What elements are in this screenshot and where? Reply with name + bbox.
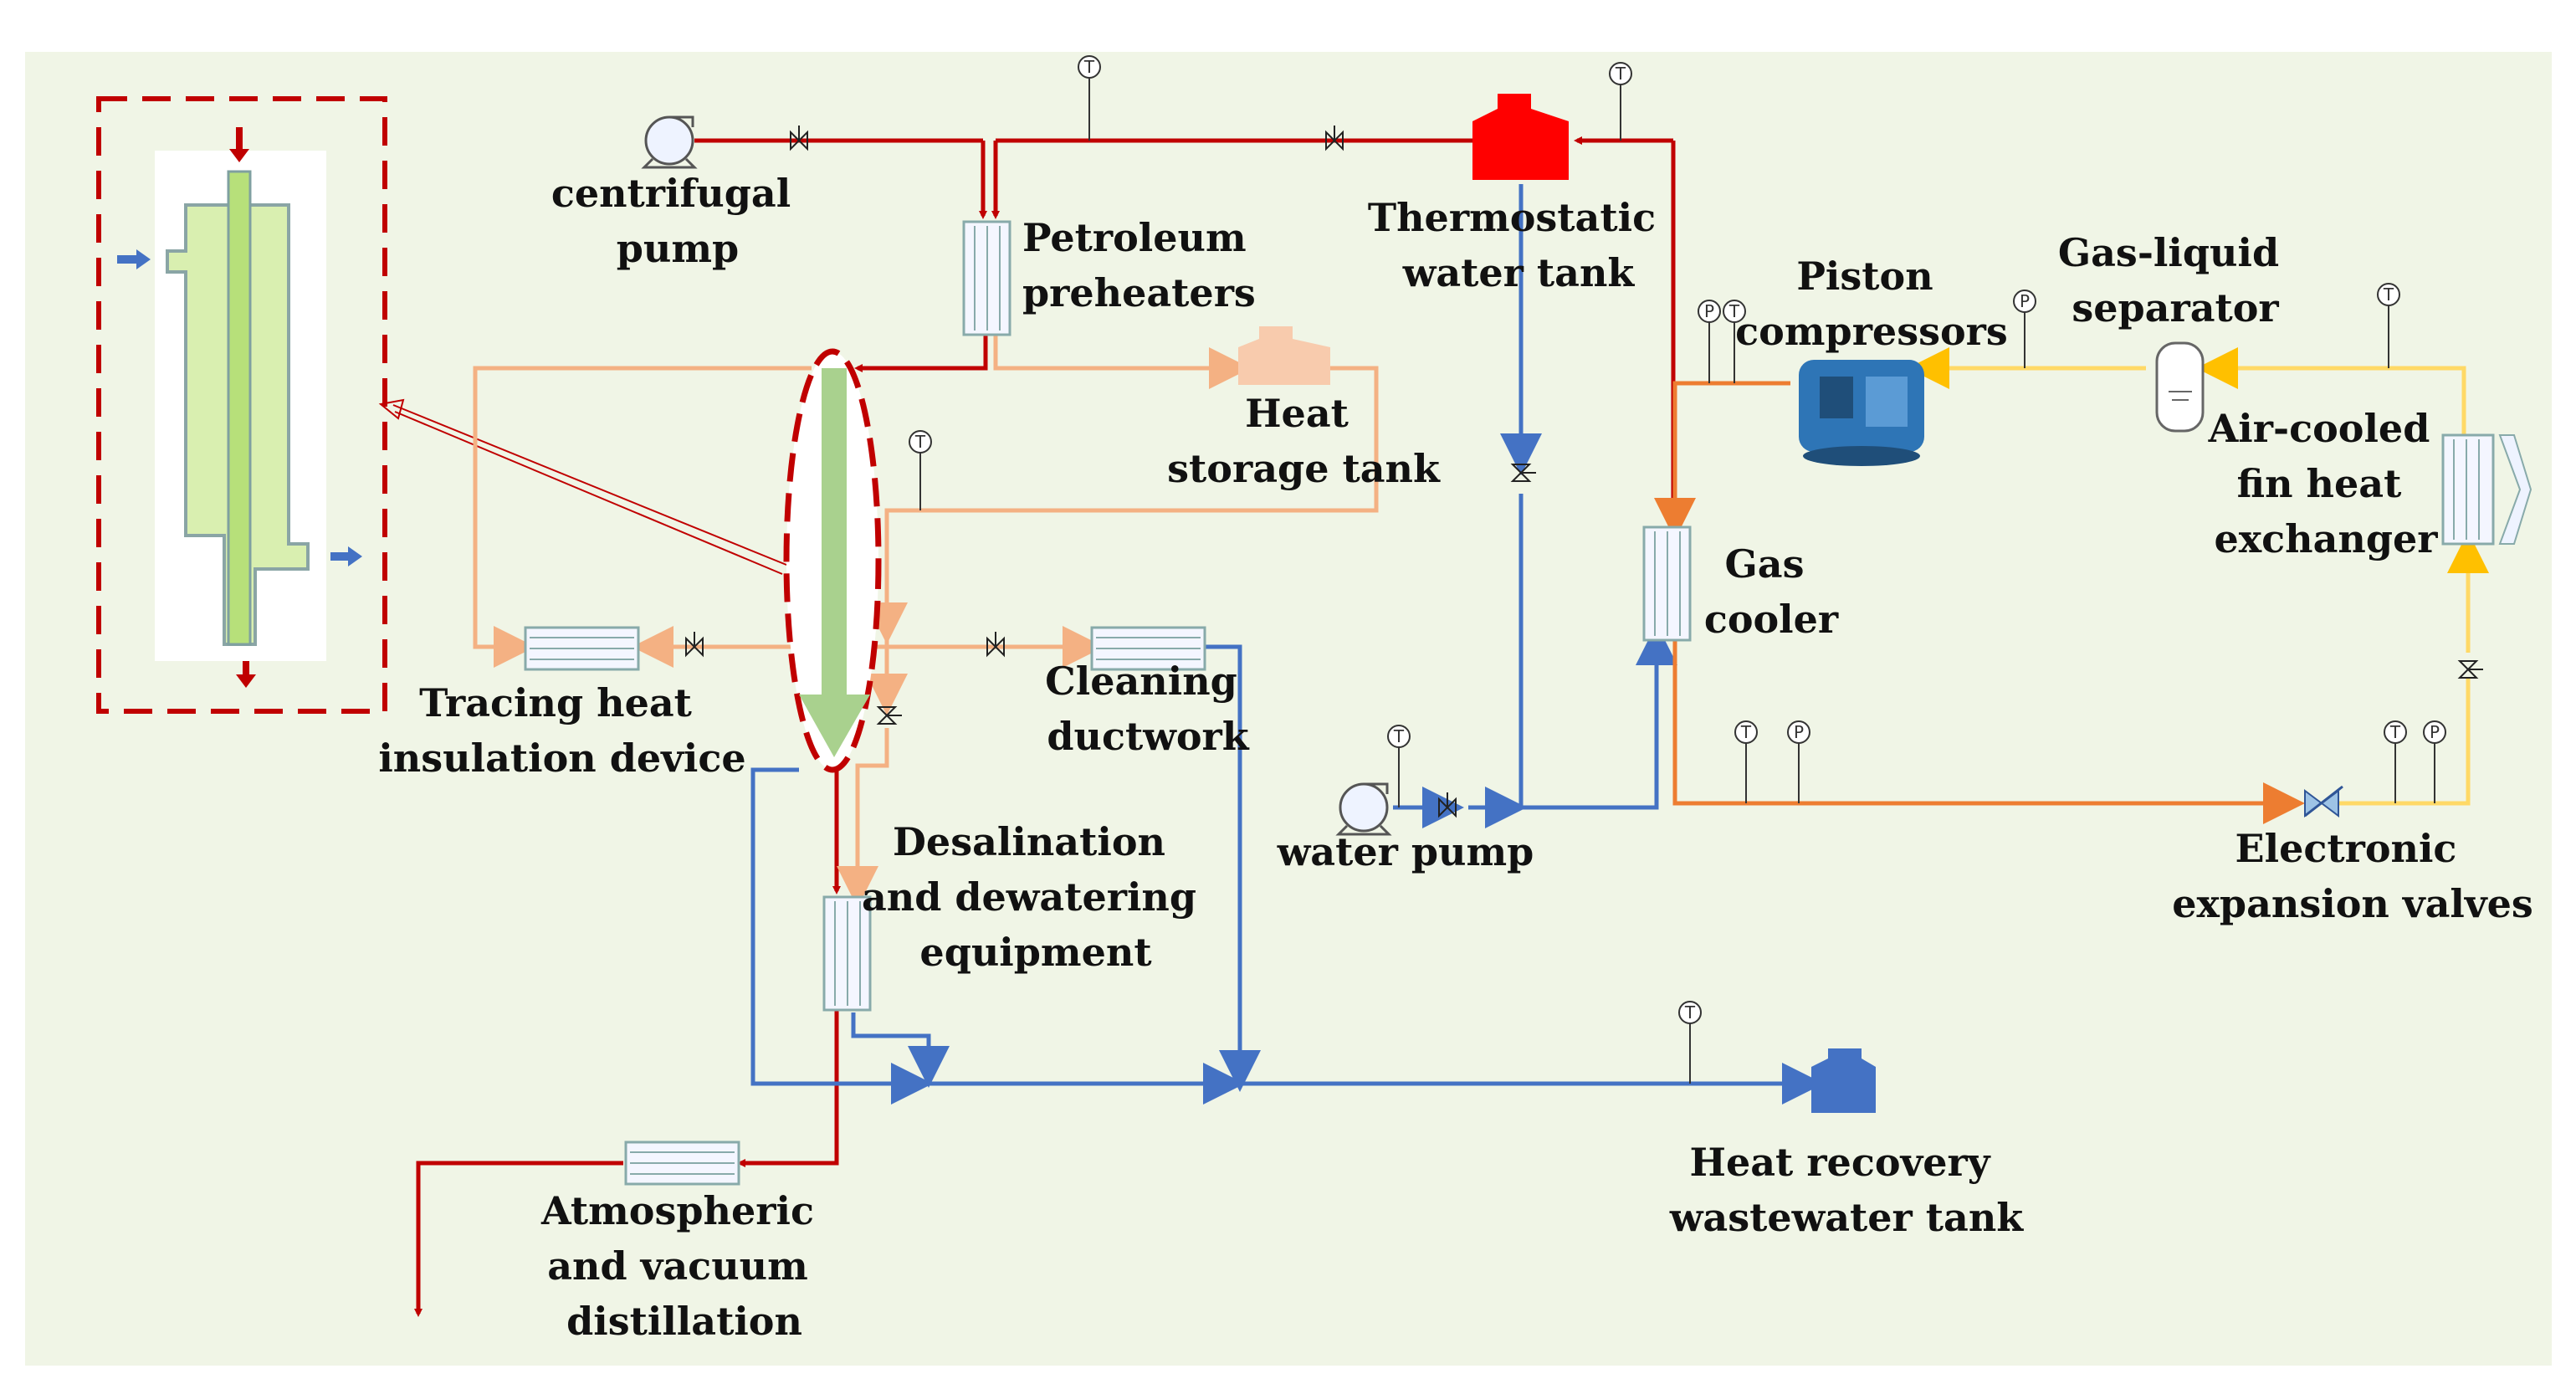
label-air-cooled-fin-heat-exchanger: Air-cooled fin heat exchanger: [2208, 406, 2444, 561]
water-pump-symbol: [1335, 782, 1392, 836]
label-desalination-dewatering-equipment: Desalination and dewatering equipment: [862, 819, 1210, 975]
labels: centrifugal pump Petroleum preheaters Th…: [378, 171, 2532, 1344]
highlighted-heat-exchanger-tube: [783, 348, 882, 773]
inset-tube-detail: [96, 96, 387, 714]
valve-tracing-line: [685, 632, 704, 658]
label-petroleum-preheaters: Petroleum preheaters: [1022, 215, 1260, 315]
pressure-sensor-icon: P: [1698, 300, 1721, 383]
air-cooled-fin-exchanger-symbol: [2441, 433, 2532, 546]
temperature-sensor-icon: T: [1387, 725, 1411, 807]
tracing-heat-device-symbol: [524, 626, 640, 671]
pressure-sensor-icon: P: [2423, 720, 2446, 803]
label-thermostatic-water-tank: Thermostatic water tank: [1368, 195, 1669, 295]
valve-hot-water-vertical: [876, 706, 902, 725]
label-heat-storage-tank: Heat storage tank: [1167, 391, 1441, 491]
piston-compressor-symbol: [1799, 360, 1924, 466]
gas-liquid-separator-symbol: [2155, 341, 2205, 433]
sensor-symbol-text: T: [2389, 722, 2401, 742]
temperature-sensor-icon: T: [1078, 55, 1101, 141]
valve-water-pump-outlet: [1438, 792, 1457, 818]
label-electronic-expansion-valves: Electronic expansion valves: [2172, 826, 2533, 926]
label-atmospheric-vacuum-distillation: Atmospheric and vacuum distillation: [540, 1188, 827, 1344]
temperature-sensor-icon: T: [1723, 300, 1746, 383]
temperature-sensor-icon: T: [1734, 720, 1758, 803]
temperature-sensor-icon: T: [2377, 283, 2400, 368]
temperature-sensor-icon: T: [2384, 720, 2407, 803]
temperature-sensor-icon: T: [1678, 1001, 1702, 1084]
pressure-sensor-icon: P: [1787, 720, 1810, 803]
distillation-exchanger-symbol: [624, 1141, 740, 1186]
centrifugal-pump-symbol: [641, 115, 698, 169]
label-water-pump: water pump: [1277, 829, 1534, 874]
sensor-symbol-text: T: [1615, 64, 1626, 84]
sensor-symbol-text: P: [1704, 301, 1714, 321]
sensor-symbol-text: T: [2383, 284, 2394, 305]
wastewater-tank-symbol: [1811, 1048, 1876, 1113]
co2-low-pressure-lines: [1908, 347, 2489, 806]
sensor-symbol-text: P: [1794, 722, 1804, 742]
hot-water-lines: [473, 335, 1379, 908]
sensor-symbol-text: T: [914, 432, 926, 452]
desalination-equipment-symbol: [822, 895, 872, 1012]
cleaning-ductwork-symbol: [1090, 626, 1206, 671]
sensor-symbol-text: P: [2020, 291, 2030, 311]
valve-oil-tank-outlet: [1325, 126, 1344, 151]
label-centrifugal-pump: centrifugal pump: [551, 171, 804, 271]
inset-pointer-arrow: [378, 398, 787, 575]
sensor-symbol-text: P: [2430, 722, 2440, 742]
temperature-sensor-icon: T: [909, 430, 932, 510]
label-gas-cooler: Gas cooler: [1704, 541, 1839, 642]
diagram-background: [25, 52, 2552, 1366]
sensor-symbol-text: T: [1083, 57, 1095, 77]
heat-storage-tank-symbol: [1238, 326, 1330, 385]
valve-co2-return: [2457, 660, 2483, 679]
label-cleaning-ductwork: Cleaning ductwork: [1045, 659, 1251, 759]
valve-cold-water-vertical: [1510, 464, 1536, 482]
label-gas-liquid-separator: Gas-liquid separator: [2058, 230, 2292, 331]
label-heat-recovery-wastewater-tank: Heat recovery wastewater tank: [1669, 1140, 2024, 1240]
co2-high-pressure-lines: [1654, 381, 2305, 824]
sensor-symbol-text: T: [1728, 301, 1740, 321]
gas-cooler-symbol: [1642, 525, 1692, 642]
temperature-sensor-icon: T: [1609, 62, 1632, 141]
valve-oil-pump-outlet: [790, 126, 808, 151]
sensor-symbol-text: T: [1393, 726, 1405, 746]
sensor-symbol-text: T: [1740, 722, 1752, 742]
valves: [685, 126, 2483, 818]
valve-cleaning-line: [986, 632, 1005, 658]
electronic-expansion-valve: [2304, 785, 2343, 818]
pressure-sensor-icon: P: [2013, 290, 2036, 368]
sensor-symbol-text: T: [1684, 1002, 1696, 1023]
label-tracing-heat-insulation-device: Tracing heat insulation device: [378, 680, 745, 781]
thermostatic-water-tank-symbol: [1472, 94, 1569, 180]
petroleum-preheater-symbol: [962, 220, 1011, 336]
label-piston-compressors: Piston compressors: [1735, 254, 2008, 354]
